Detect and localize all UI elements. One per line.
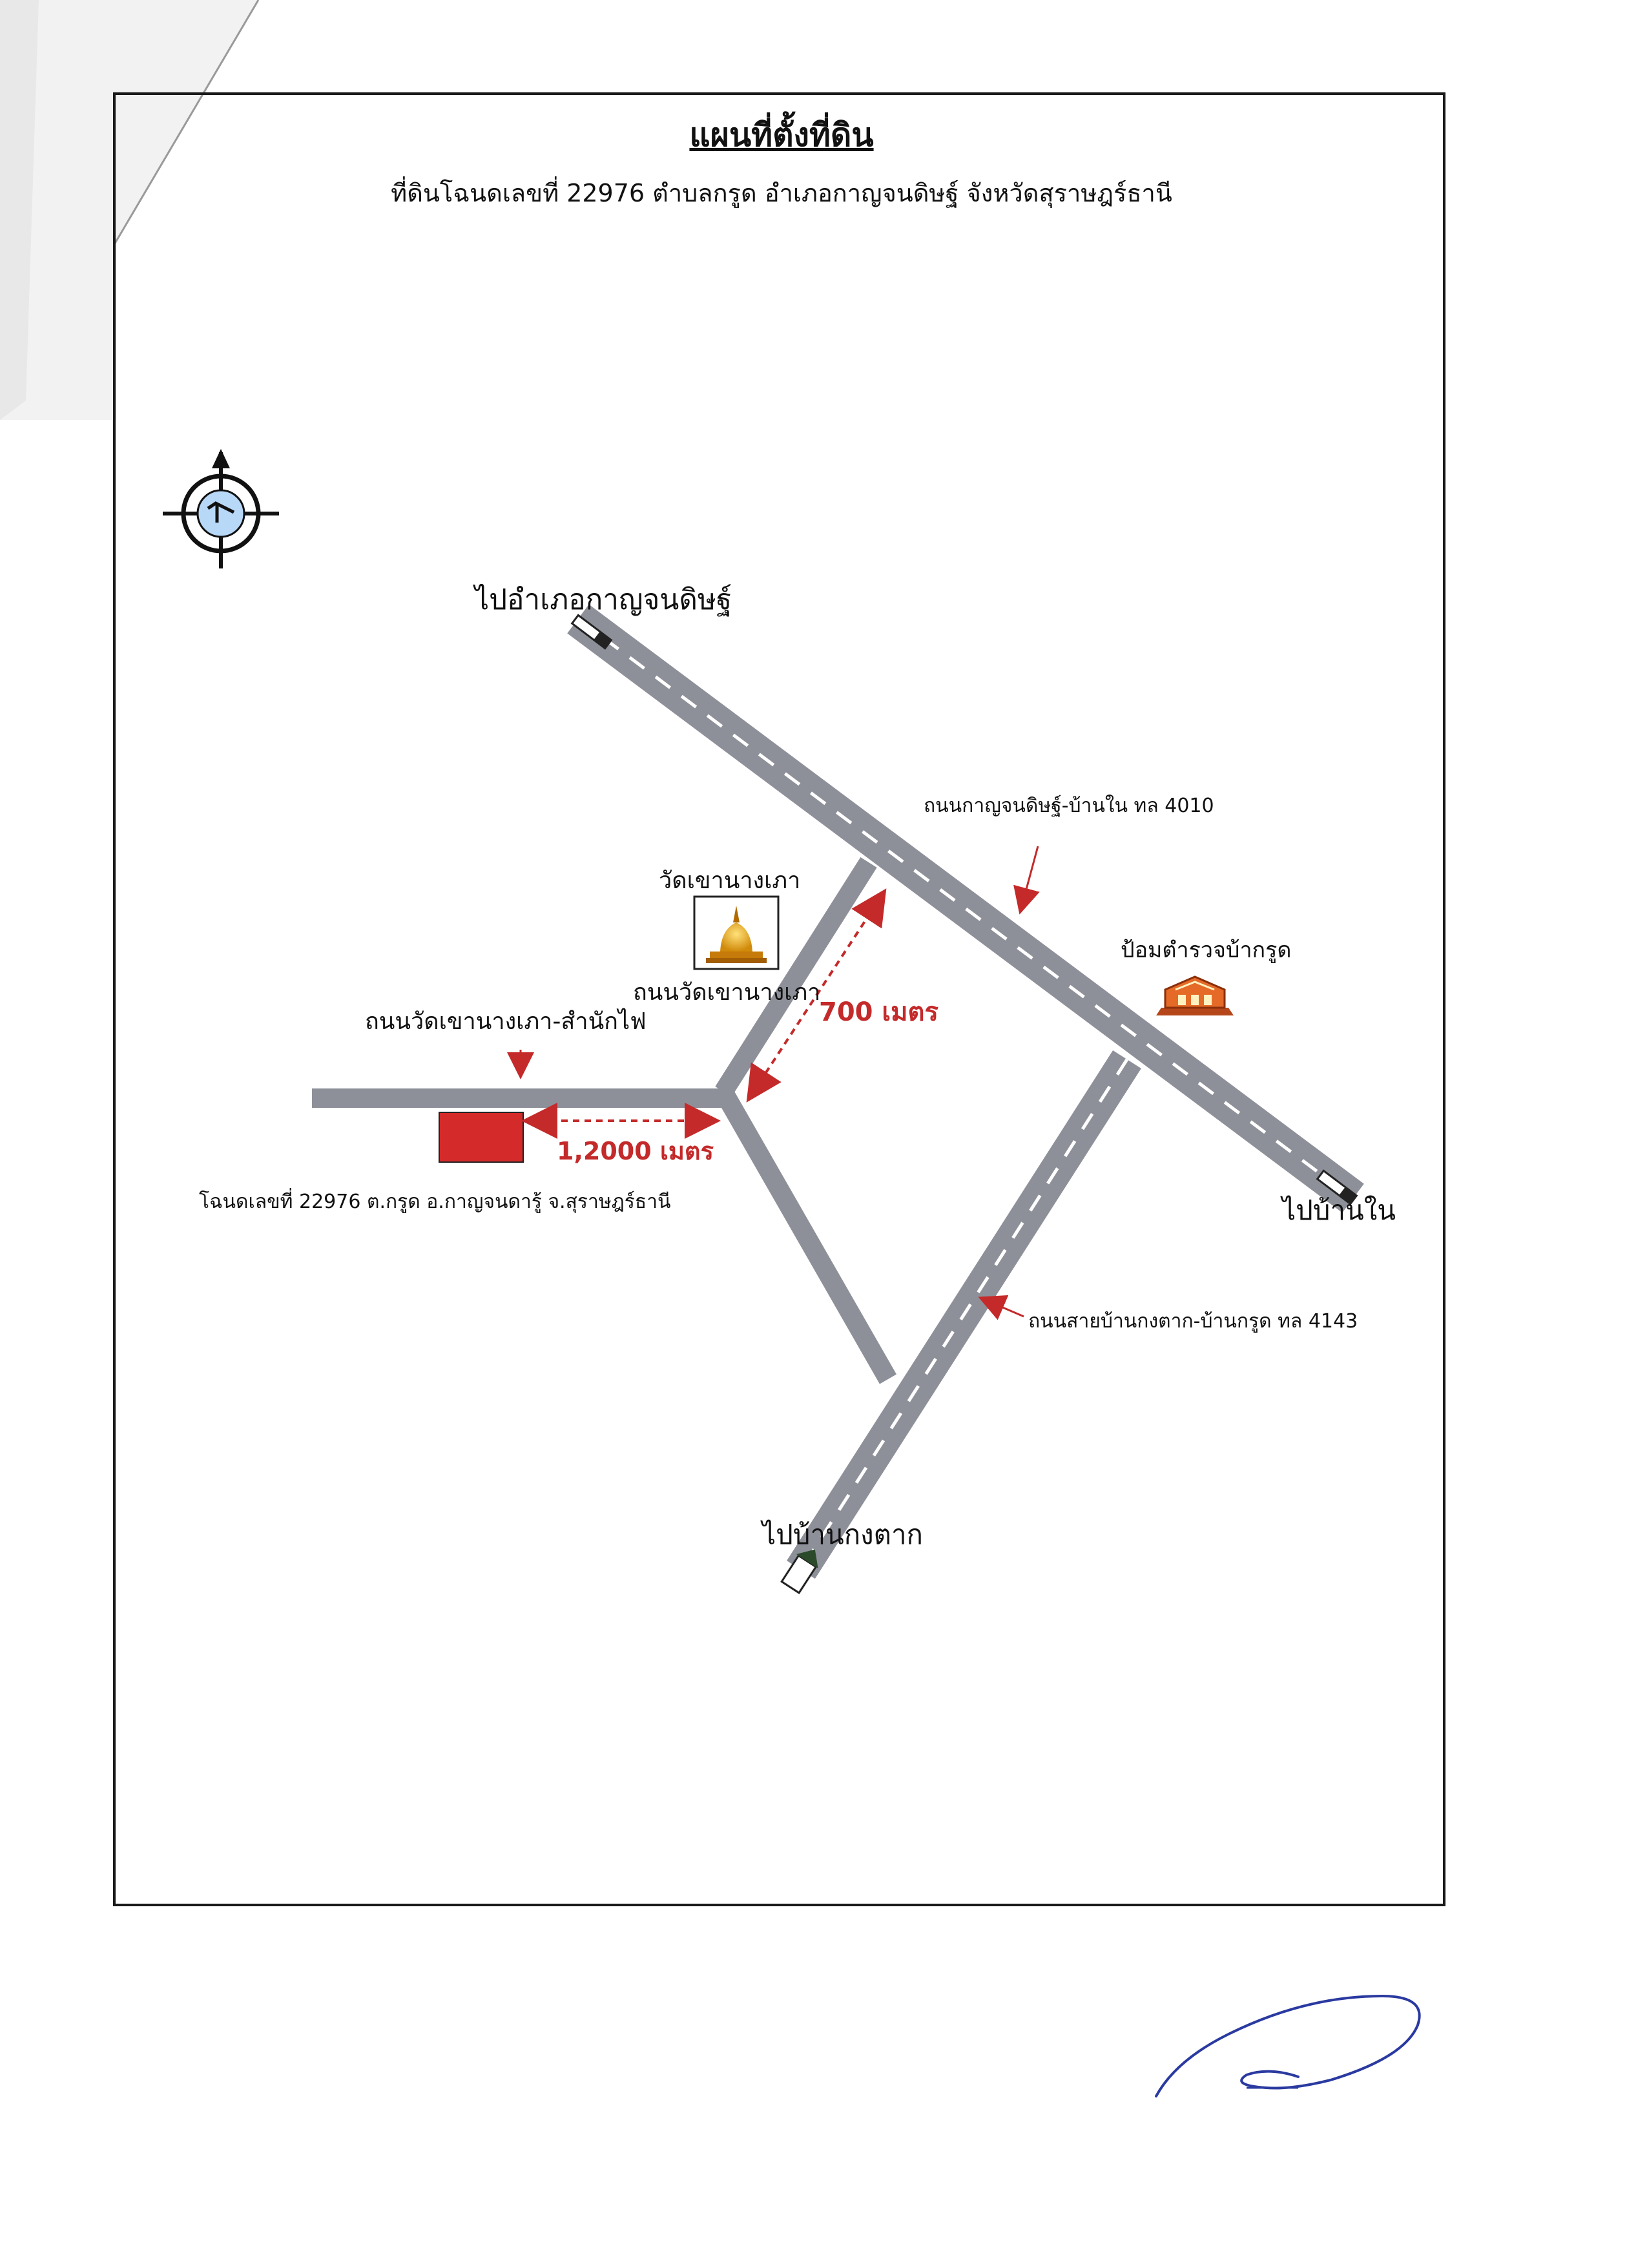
map-frame (113, 92, 1445, 1906)
road-junction-south (714, 1087, 897, 1384)
label-police-box: ป้อมตำรวจบ้ากรูด (1121, 937, 1291, 963)
road-4010 (567, 604, 1364, 1213)
label-to-kanchanadit: ไปอำเภอกาญจนดิษฐ์ (473, 583, 732, 616)
direction-arrow-icon (780, 1549, 818, 1594)
pointer-road-4143 (978, 1295, 1024, 1320)
pointer-road-4010 (1013, 846, 1040, 915)
label-road-4143: ถนนสายบ้านกงตาก-บ้านกรูด ทล 4143 (1028, 1310, 1358, 1333)
road-4143-marking (799, 1058, 1129, 1571)
direction-arrow-icon (1316, 1169, 1358, 1205)
page-subtitle: ที่ดินโฉนดเลขที่ 22976 ตำบลกรูด อำเภอกาญ… (391, 179, 1172, 207)
label-temple-road: ถนนวัดเขานางเภา (633, 979, 820, 1006)
page-title: แผนที่ตั้งที่ดิน (689, 116, 874, 154)
direction-arrow-icon (570, 614, 613, 650)
label-road-west: ถนนวัดเขานางเภา-สำนักไฟ (365, 1008, 647, 1035)
label-distance-parcel: 1,2000 เมตร (557, 1137, 714, 1165)
label-temple: วัดเขานางเภา (659, 868, 800, 894)
north-arrow-icon (163, 449, 279, 568)
police-box-icon (1156, 975, 1234, 1015)
label-to-kong-tak: ไปบ้านกงตาก (760, 1519, 923, 1550)
label-road-4010: ถนนกาญจนดิษฐ์-บ้านใน ทล 4010 (924, 795, 1214, 817)
label-distance-700: 700 เมตร (819, 997, 938, 1027)
land-parcel (439, 1112, 524, 1163)
label-parcel: โฉนดเลขที่ 22976 ต.กรูด อ.กาญจนดารู้ จ.ส… (199, 1188, 671, 1214)
label-to-ban-nai: ไปบ้านใน (1280, 1194, 1396, 1226)
distance-line-700 (746, 888, 887, 1103)
